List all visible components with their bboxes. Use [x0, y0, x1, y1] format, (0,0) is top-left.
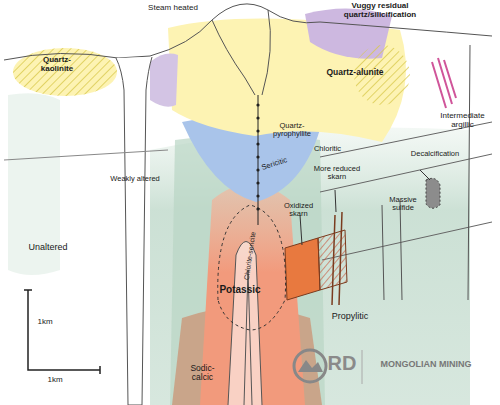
zone-label: Quartz-alunite [325, 68, 385, 77]
zone-boundary [218, 205, 286, 330]
ground-surface [4, 4, 492, 60]
skarn-veins [332, 212, 342, 305]
leader-line [420, 170, 430, 180]
zone-label: Quartz-kaolinite [28, 56, 86, 74]
zone-label: Propylitic [320, 312, 380, 322]
logo-divider [362, 350, 363, 384]
zone-label: More reduced skarn [312, 165, 362, 182]
fault-lines [468, 45, 470, 300]
vent-outline [262, 10, 270, 95]
zone-label: Intermediate argillic [430, 112, 495, 130]
zone-label: Unaltered [18, 243, 78, 253]
massive-sulfide [426, 178, 440, 208]
zone-label: MONGOLIAN MINING [366, 360, 486, 370]
scale-bar [24, 290, 100, 374]
zone-label: Weakly altered [110, 175, 160, 183]
zone-label: Vuggy residual quartz/silicification [325, 2, 435, 20]
leader-line [335, 190, 336, 212]
vein-dots [256, 103, 259, 210]
vuggy-zone [150, 54, 178, 107]
zone-label: Chloritic [305, 145, 350, 153]
vent-outline [212, 20, 255, 95]
logo-mountain [298, 360, 323, 372]
zone-label: Quartz-pyrophyllite [262, 122, 322, 139]
argillic-veins [432, 58, 456, 108]
zone-label: Chlorite-sericite [241, 221, 258, 291]
zone-label: Decalcification [400, 150, 470, 158]
logo-circle [294, 350, 326, 382]
zone-label: RD [322, 352, 362, 374]
vein-stockwork [258, 95, 259, 225]
zone-label: 1km [30, 318, 60, 327]
zone-label: 1km [40, 376, 70, 385]
zone-label: Potassic [210, 284, 270, 295]
zone-label: Steam heated [148, 4, 198, 13]
zone-label: Sodic-calcic [180, 364, 225, 383]
leader-line [300, 215, 302, 245]
zone-label: Massive sulfide [378, 196, 428, 213]
zone-label: Sericitic [252, 153, 297, 175]
strata-lines [4, 150, 168, 160]
oxidized-skarn [285, 238, 320, 300]
fault-lines [382, 200, 402, 300]
weakly-altered-pipe [116, 57, 152, 405]
zone-label: Oxidized skarn [276, 202, 321, 219]
